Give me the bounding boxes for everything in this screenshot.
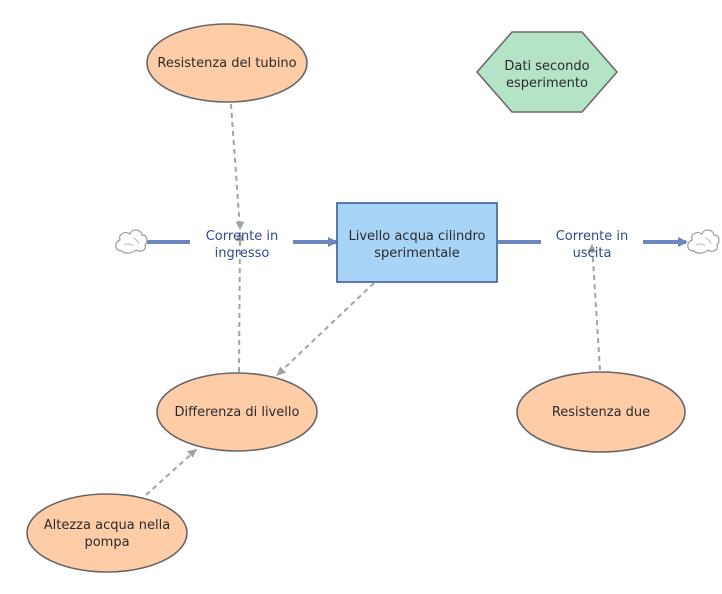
- links: [145, 103, 601, 496]
- link-livello-arrowhead: [276, 366, 287, 376]
- link-differenza-arrowhead: [235, 232, 245, 241]
- link-resistenza-arrowhead: [235, 221, 245, 230]
- node-altezza-label-1: Altezza acqua nella: [44, 518, 170, 533]
- stock-livello-acqua-label-1: Livello acqua cilindro: [348, 229, 485, 244]
- node-altezza-label-2: pompa: [84, 535, 129, 550]
- node-resistenza-due-label: Resistenza due: [552, 405, 650, 420]
- link-altezza-to-differenza: [145, 448, 198, 496]
- link-resistenza-due-to-corrente-uscita: [591, 243, 601, 371]
- node-dati-secondo-label-2: esperimento: [506, 76, 588, 91]
- link-resistenza-due-arrowhead: [587, 244, 597, 253]
- link-livello-to-differenza: [275, 282, 375, 377]
- node-differenza-di-livello[interactable]: Differenza di livello: [156, 372, 318, 452]
- flow-corrente-in-uscita-label-1: Corrente in: [556, 229, 629, 244]
- flow-corrente-in-ingresso-label-2: ingresso: [215, 246, 270, 261]
- flow-corrente-in-uscita[interactable]: Corrente in uscita: [556, 229, 629, 261]
- flow-corrente-in-uscita-label-2: uscita: [573, 246, 612, 261]
- sink-cloud-icon: [687, 229, 720, 254]
- node-dati-secondo-label-1: Dati secondo: [504, 59, 589, 74]
- node-resistenza-del-tubino-label: Resistenza del tubino: [157, 56, 296, 71]
- node-differenza-di-livello-label: Differenza di livello: [175, 405, 300, 420]
- source-cloud-icon: [115, 229, 148, 254]
- stock-livello-acqua[interactable]: Livello acqua cilindro sperimentale: [336, 202, 498, 283]
- node-resistenza-del-tubino[interactable]: Resistenza del tubino: [146, 23, 308, 103]
- link-resistenza-to-corrente-ingresso: [230, 103, 241, 231]
- stock-livello-acqua-label-2: sperimentale: [374, 246, 460, 261]
- flow-corrente-in-ingresso-label-1: Corrente in: [206, 229, 279, 244]
- node-altezza-acqua-nella-pompa[interactable]: Altezza acqua nella pompa: [26, 493, 188, 573]
- node-resistenza-due[interactable]: Resistenza due: [516, 371, 686, 453]
- node-dati-secondo-esperimento[interactable]: Dati secondo esperimento: [475, 31, 619, 113]
- flow-corrente-in-ingresso[interactable]: Corrente in ingresso: [206, 229, 279, 261]
- link-altezza-arrowhead: [187, 449, 197, 458]
